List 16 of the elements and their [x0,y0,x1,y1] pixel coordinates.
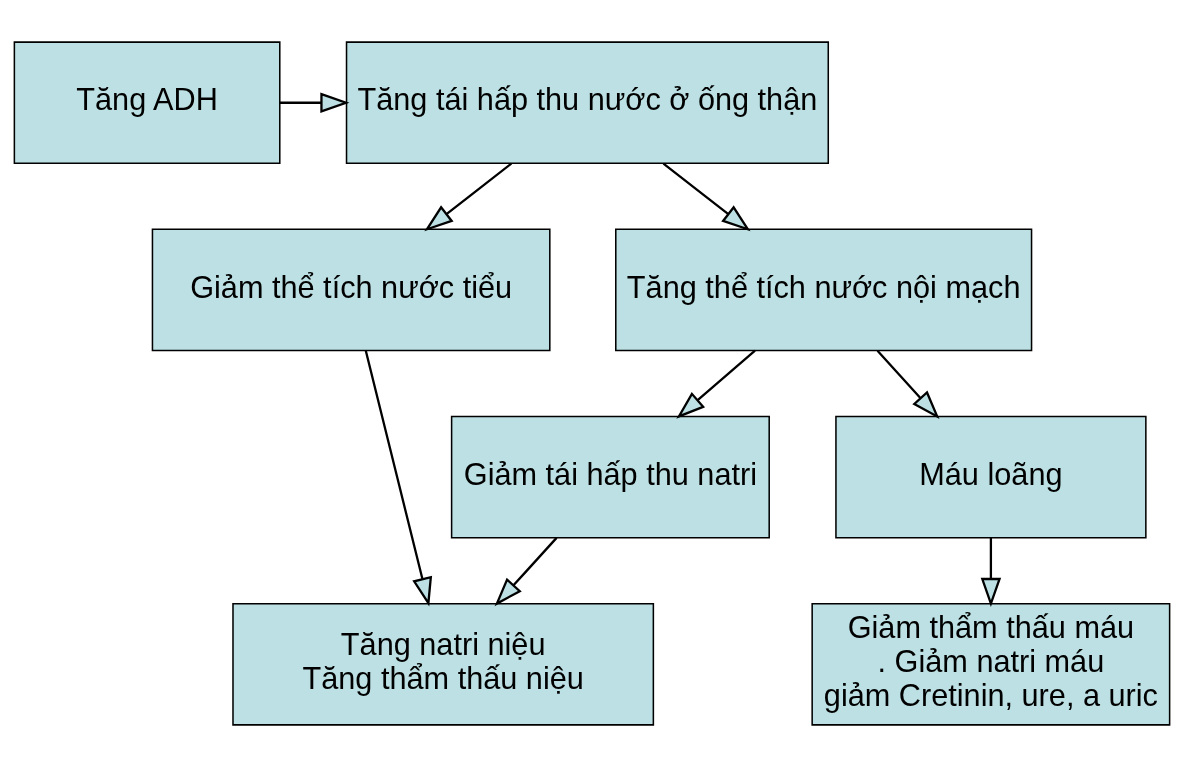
node-box: Giảm thể tích nước tiểu [151,228,551,352]
arrow [980,537,1002,608]
node-box: Tăng tái hấp thu nước ở ống thận [345,41,830,165]
node-box: Tăng ADH [13,41,281,165]
arrow [279,92,350,113]
arrow [876,349,940,419]
arrow [662,162,751,232]
node-box: Giảm thẩm thấu máu . Giảm natri máu giảm Cretinin, ure, a uric [811,602,1171,726]
arrow [494,537,558,607]
arrow [364,350,433,607]
node-box: Tăng thể tích nước nội mạch [615,228,1033,352]
node-box: Máu loãng [835,415,1147,539]
arrow [424,162,513,232]
node-box: Tăng natri niệu Tăng thẩm thấu niệu [232,602,655,726]
arrow [676,349,756,419]
node-box: Giảm tái hấp thu natri [450,415,770,539]
